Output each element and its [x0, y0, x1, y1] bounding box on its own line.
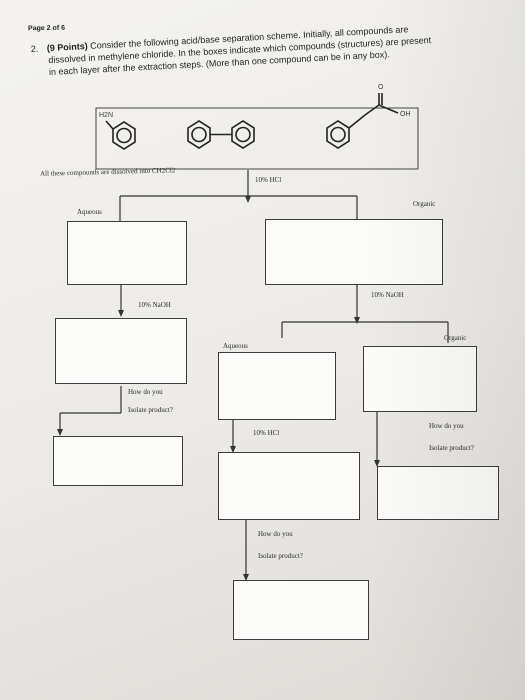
answer-box-right-bottom[interactable]	[377, 466, 499, 520]
answer-box-left-bottom[interactable]	[53, 436, 183, 486]
isolate-left-line-2: Isolate product?	[128, 406, 173, 414]
isolate-right-line-1: How do you	[429, 422, 464, 430]
naoh-step-right: 10% NaOH	[371, 291, 404, 299]
naoh-step-left: 10% NaOH	[138, 301, 171, 309]
answer-box-organic-1[interactable]	[265, 219, 443, 285]
carbonyl-o-label: O	[378, 84, 384, 91]
organic-label-2: Organic	[444, 334, 467, 342]
hydroxyl-label: OH	[400, 111, 411, 118]
answer-box-aqueous-2[interactable]	[218, 352, 336, 420]
isolate-left-line-1: How do you	[128, 388, 163, 396]
answer-box-final[interactable]	[233, 580, 369, 640]
isolate-right-line-2: Isolate product?	[429, 444, 474, 452]
answer-box-left-mid[interactable]	[55, 318, 187, 384]
aqueous-label-2: Aqueous	[223, 342, 248, 350]
answer-box-aqueous-1[interactable]	[67, 221, 187, 285]
isolate-mid-line-2: Isolate product?	[258, 552, 303, 560]
aqueous-label-1: Aqueous	[77, 208, 102, 216]
answer-box-organic-2[interactable]	[363, 346, 477, 412]
organic-label-1: Organic	[413, 200, 436, 208]
amine-label: H2N	[99, 112, 114, 119]
hcl-step-1: 10% HCl	[255, 176, 282, 184]
hcl-step-2: 10% HCl	[253, 429, 280, 437]
isolate-mid-line-1: How do you	[258, 530, 293, 538]
answer-box-middle[interactable]	[218, 452, 360, 520]
